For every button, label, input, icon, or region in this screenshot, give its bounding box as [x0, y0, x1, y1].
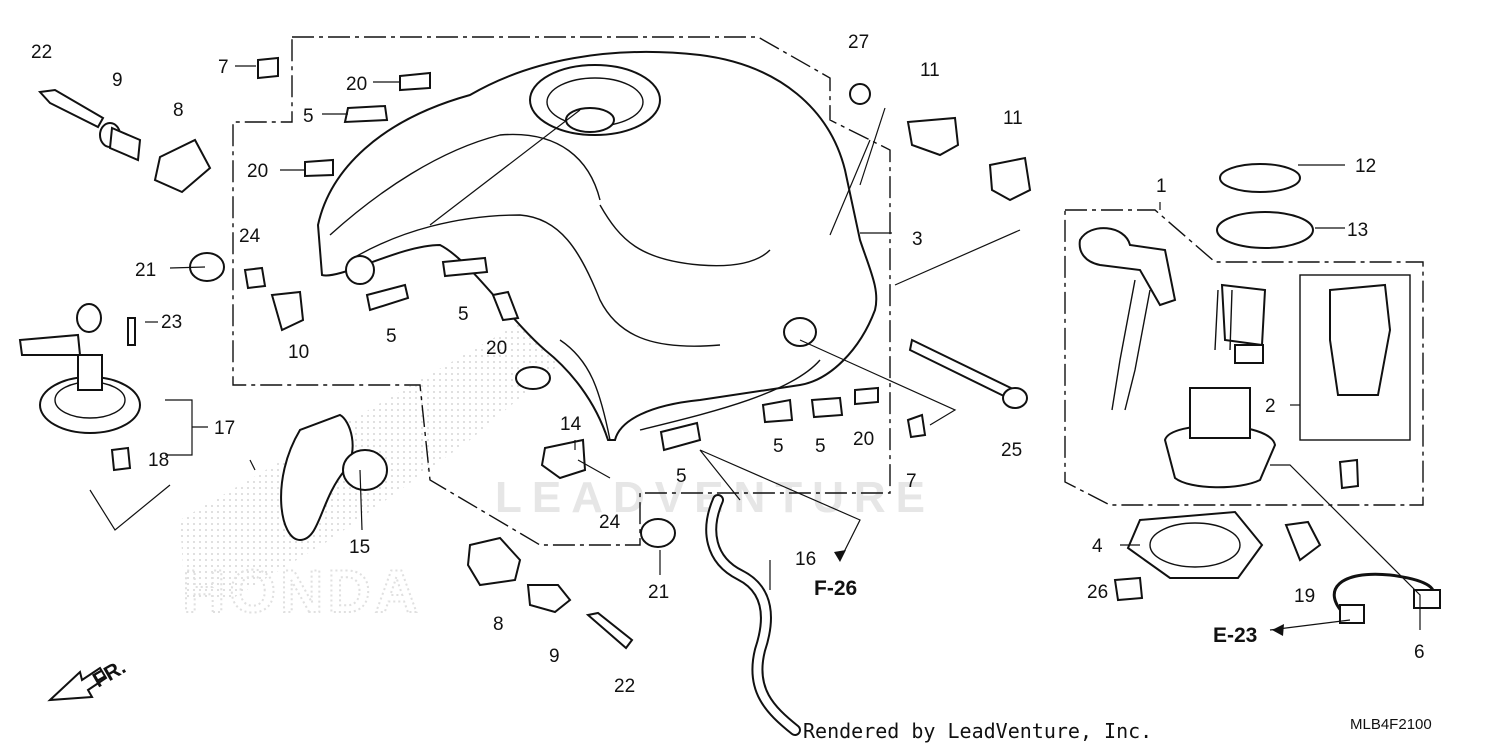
cap-bolt	[110, 446, 132, 472]
callout-1: 1	[1156, 176, 1167, 197]
callout-23: 23	[161, 312, 182, 333]
callout-24a: 24	[239, 226, 261, 247]
leader-lines	[89, 65, 1421, 631]
footer-credit: Rendered by LeadVenture, Inc.	[803, 719, 1152, 743]
callout-5f: 5	[815, 436, 826, 457]
ref-e23: E-23	[1213, 624, 1257, 647]
pump-plate	[1126, 510, 1264, 579]
callout-5b: 5	[386, 326, 397, 347]
callout-24b: 24	[599, 512, 621, 533]
callout-11a: 11	[920, 60, 940, 81]
callout-6: 6	[1414, 642, 1425, 663]
small-parts	[37, 56, 1360, 650]
pump-assembly-outline	[1064, 209, 1424, 506]
callout-17: 17	[214, 418, 235, 439]
callout-15: 15	[349, 537, 370, 558]
filler-cap	[18, 303, 141, 434]
callout-8a: 8	[173, 100, 184, 121]
callout-labels: 1 2 3 4 5 5 5 5 5 5 6 7 7 8 8 9 9 10 11 …	[31, 32, 1425, 697]
callout-20a: 20	[346, 74, 367, 95]
callout-7a: 7	[218, 57, 229, 78]
callout-10: 10	[288, 342, 309, 363]
callout-21b: 21	[648, 582, 669, 603]
pump-subassembly-outline	[1299, 274, 1411, 441]
callout-5d: 5	[676, 466, 687, 487]
callout-20b: 20	[247, 161, 268, 182]
callout-21a: 21	[135, 260, 156, 281]
callout-16: 16	[795, 549, 816, 570]
callout-27: 27	[848, 32, 869, 53]
callout-12: 12	[1355, 156, 1376, 177]
callout-8b: 8	[493, 614, 504, 635]
callout-14: 14	[560, 414, 582, 435]
tank-assembly-outline	[232, 36, 891, 546]
callout-5a: 5	[303, 106, 314, 127]
callout-7b: 7	[906, 471, 917, 492]
fuel-pump-assembly	[1078, 163, 1392, 489]
callout-25: 25	[1001, 440, 1022, 461]
callout-22b: 22	[614, 676, 635, 697]
ref-f26: F-26	[814, 577, 857, 600]
callout-18: 18	[148, 450, 169, 471]
callout-13: 13	[1347, 220, 1368, 241]
callout-20d: 20	[853, 429, 874, 450]
e23-arrow	[1272, 624, 1284, 636]
front-direction-label: FR.	[89, 655, 130, 692]
callout-2: 2	[1265, 396, 1276, 417]
brand-watermark: HONDA	[182, 558, 422, 625]
callout-11b: 11	[1003, 108, 1023, 129]
callout-20c: 20	[486, 338, 507, 359]
clamp-band	[280, 413, 354, 542]
f26-arrow	[834, 550, 846, 562]
callout-9b: 9	[549, 646, 560, 667]
callout-4: 4	[1092, 536, 1103, 557]
callout-22a: 22	[31, 42, 52, 63]
callout-19: 19	[1294, 586, 1315, 607]
diagram-code: MLB4F2100	[1350, 716, 1432, 733]
callout-3: 3	[912, 229, 923, 250]
callout-5e: 5	[773, 436, 784, 457]
front-direction-arrow	[47, 666, 108, 702]
fuel-hose	[705, 494, 801, 736]
fuel-tank	[316, 50, 878, 441]
callout-9a: 9	[112, 70, 123, 91]
callout-26: 26	[1087, 582, 1108, 603]
callout-5c: 5	[458, 304, 469, 325]
